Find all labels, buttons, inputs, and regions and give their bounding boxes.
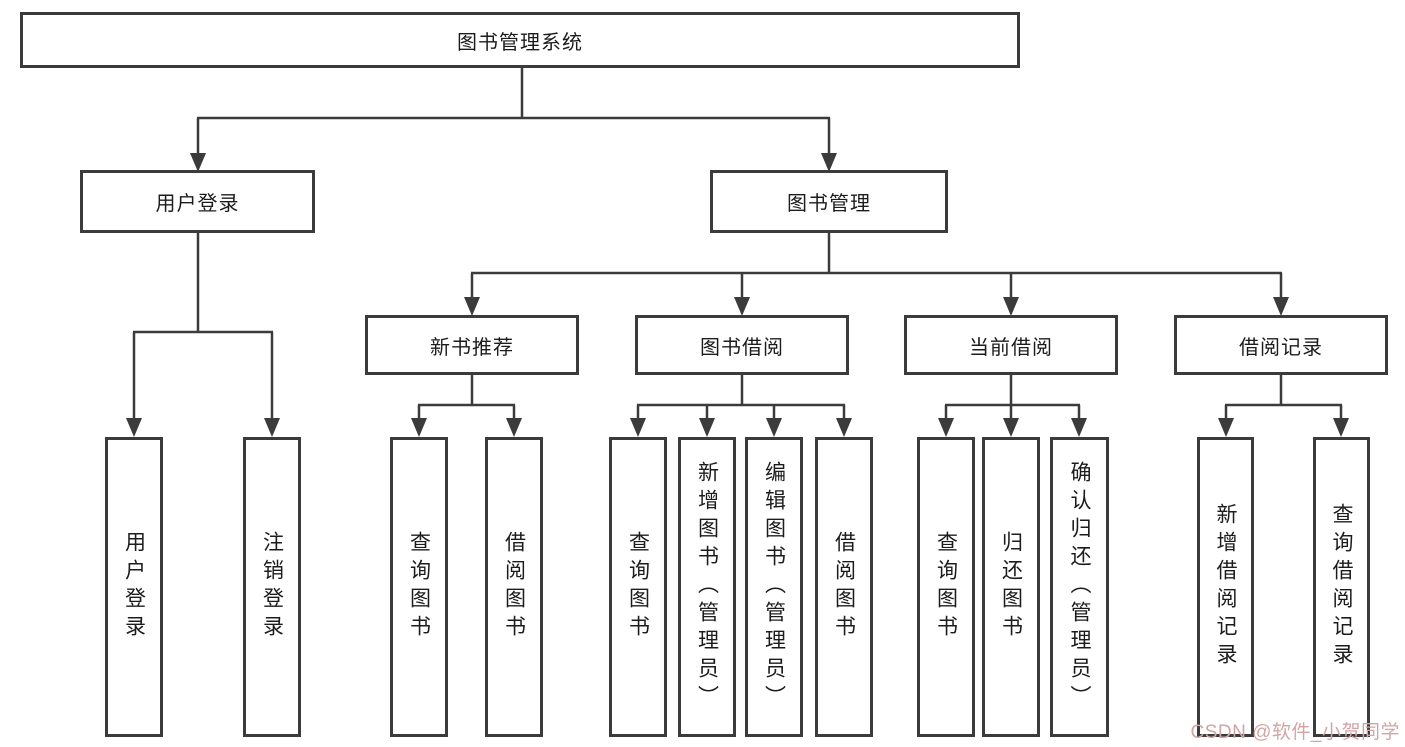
leaf-label: 注销登录 (260, 531, 284, 643)
leaf-label: 新增借阅记录 (1214, 503, 1237, 671)
leaf-label: 查询图书 (407, 531, 431, 643)
leaf-confirm-return-admin: 确认归还（管理员） (1050, 437, 1109, 737)
node-label: 新书推荐 (430, 336, 514, 359)
leaf-user-login: 用户登录 (105, 437, 163, 737)
leaf-logout: 注销登录 (243, 437, 301, 737)
leaf-label: 查询借阅记录 (1330, 503, 1353, 671)
node-book-management: 图书管理 (710, 170, 948, 233)
node-label: 图书管理系统 (457, 31, 583, 54)
node-current-borrow: 当前借阅 (904, 315, 1118, 375)
leaf-label: 用户登录 (122, 531, 146, 643)
node-label: 借阅记录 (1239, 336, 1323, 359)
node-user-login: 用户登录 (80, 170, 315, 233)
leaf-query-books: 查询图书 (917, 437, 975, 737)
node-label: 用户登录 (155, 193, 240, 215)
node-label: 当前借阅 (969, 336, 1053, 359)
node-library-management-system: 图书管理系统 (20, 12, 1020, 68)
leaf-query-books: 查询图书 (609, 437, 667, 737)
leaf-edit-books-admin: 编辑图书（管理员） (745, 437, 803, 737)
node-book-borrow: 图书借阅 (635, 315, 849, 375)
leaf-label: 借阅图书 (502, 531, 526, 643)
leaf-label: 归还图书 (999, 531, 1023, 643)
leaf-query-borrow-record: 查询借阅记录 (1313, 437, 1370, 737)
leaf-label: 新增图书（管理员） (695, 461, 719, 713)
leaf-return-books: 归还图书 (982, 437, 1040, 737)
node-borrow-record: 借阅记录 (1174, 315, 1388, 375)
leaf-label: 借阅图书 (832, 531, 856, 643)
leaf-label: 编辑图书（管理员） (762, 461, 786, 713)
leaf-borrow-books: 借阅图书 (815, 437, 873, 737)
node-new-book-recommend: 新书推荐 (365, 315, 579, 375)
leaf-label: 查询图书 (626, 531, 650, 643)
leaf-label: 查询图书 (934, 531, 958, 643)
leaf-add-books-admin: 新增图书（管理员） (678, 437, 736, 737)
csdn-watermark: CSDN @软件_小贺同学 (1190, 722, 1400, 743)
leaf-borrow-books: 借阅图书 (485, 437, 543, 737)
node-label: 图书管理 (787, 193, 871, 215)
node-label: 图书借阅 (700, 336, 784, 359)
leaf-query-books: 查询图书 (390, 437, 448, 737)
leaf-add-borrow-record: 新增借阅记录 (1197, 437, 1254, 737)
leaf-label: 确认归还（管理员） (1068, 461, 1091, 713)
